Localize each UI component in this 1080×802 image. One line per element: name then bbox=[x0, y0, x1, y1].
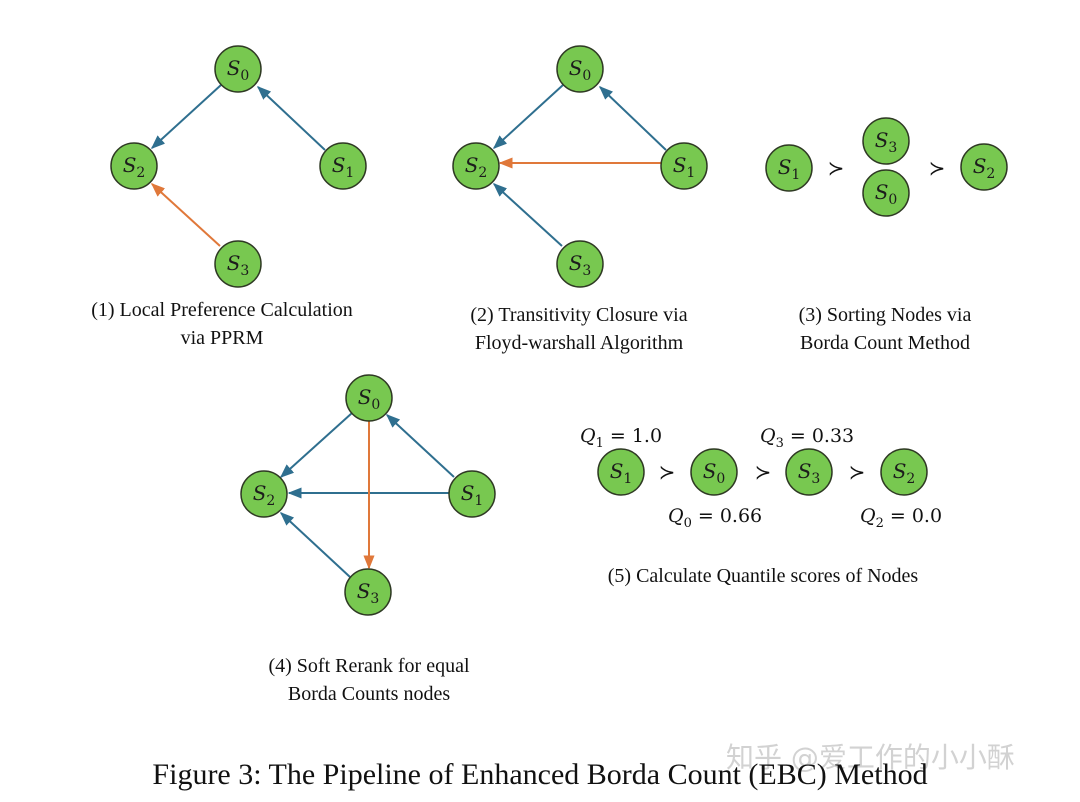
quantile-q1: Q1= 1.0 bbox=[580, 425, 662, 451]
svg-text:S1: S1 bbox=[610, 459, 633, 487]
node-s0: S0 bbox=[862, 169, 910, 217]
svg-text:S3: S3 bbox=[227, 251, 250, 279]
panel-3: S1 ≻ S3 S0 ≻ S2 (3) Sorting Nodes via Bo… bbox=[765, 117, 1008, 354]
node-s1: S1 bbox=[660, 142, 708, 190]
svg-text:S0: S0 bbox=[875, 180, 898, 208]
panel-2-caption-line1: (2) Transitivity Closure via bbox=[470, 304, 687, 326]
edge-s0-s2 bbox=[279, 412, 353, 478]
svg-text:S0: S0 bbox=[227, 56, 250, 84]
panel-2: S0 S2 S1 S3 (2) Transitivity Closure via… bbox=[452, 45, 708, 354]
succ-symbol: ≻ bbox=[929, 156, 946, 180]
svg-text:S1: S1 bbox=[461, 481, 484, 509]
svg-text:S1: S1 bbox=[778, 155, 801, 183]
svg-text:S3: S3 bbox=[875, 128, 898, 156]
node-s2: S2 bbox=[880, 448, 928, 496]
node-s0: S0 bbox=[345, 374, 393, 422]
svg-text:S2: S2 bbox=[253, 481, 276, 509]
svg-text:S2: S2 bbox=[123, 153, 146, 181]
panel-1: S0 S2 S1 S3 (1) Local Preference Calcula… bbox=[91, 45, 367, 349]
edge-s1-s0 bbox=[385, 414, 455, 478]
succ-symbol: ≻ bbox=[755, 460, 772, 484]
node-s2: S2 bbox=[110, 142, 158, 190]
quantile-q0: Q0= 0.66 bbox=[668, 505, 762, 531]
svg-text:S0: S0 bbox=[358, 385, 381, 413]
svg-text:S1: S1 bbox=[332, 153, 355, 181]
svg-text:S3: S3 bbox=[357, 579, 380, 607]
panel-1-caption-line2: via PPRM bbox=[181, 327, 264, 349]
figure-caption: Figure 3: The Pipeline of Enhanced Borda… bbox=[152, 758, 928, 791]
svg-text:S2: S2 bbox=[893, 459, 916, 487]
node-s3: S3 bbox=[214, 240, 262, 288]
node-s2: S2 bbox=[240, 470, 288, 518]
panel-4: S0 S2 S1 S3 (4) Soft Rerank for equal Bo… bbox=[240, 374, 496, 705]
node-s2: S2 bbox=[960, 143, 1008, 191]
svg-text:S3: S3 bbox=[569, 251, 592, 279]
panel-2-caption-line2: Floyd-warshall Algorithm bbox=[475, 332, 684, 354]
edge-s1-s0 bbox=[598, 86, 667, 151]
quantile-q2: Q2= 0.0 bbox=[860, 505, 942, 531]
svg-text:S3: S3 bbox=[798, 459, 821, 487]
edge-s3-s2 bbox=[279, 512, 351, 578]
quantile-q3: Q3= 0.33 bbox=[760, 425, 854, 451]
node-s1: S1 bbox=[597, 448, 645, 496]
svg-text:S2: S2 bbox=[465, 153, 488, 181]
node-s3: S3 bbox=[344, 568, 392, 616]
edge-s0-s2 bbox=[150, 84, 222, 149]
node-s3: S3 bbox=[862, 117, 910, 165]
panel-4-caption-line1: (4) Soft Rerank for equal bbox=[268, 655, 469, 677]
panel-5-caption: (5) Calculate Quantile scores of Nodes bbox=[608, 565, 919, 587]
node-s1: S1 bbox=[765, 144, 813, 192]
node-s0: S0 bbox=[556, 45, 604, 93]
succ-symbol: ≻ bbox=[659, 460, 676, 484]
panel-4-caption-line2: Borda Counts nodes bbox=[288, 683, 450, 705]
node-s1: S1 bbox=[319, 142, 367, 190]
node-s1: S1 bbox=[448, 470, 496, 518]
succ-symbol: ≻ bbox=[849, 460, 866, 484]
node-s0: S0 bbox=[690, 448, 738, 496]
panel-3-caption-line2: Borda Count Method bbox=[800, 332, 970, 354]
panel-1-caption-line1: (1) Local Preference Calculation bbox=[91, 299, 353, 321]
edge-s1-s0 bbox=[256, 86, 326, 151]
edge-s3-s2 bbox=[492, 183, 563, 247]
succ-symbol: ≻ bbox=[828, 156, 845, 180]
node-s0: S0 bbox=[214, 45, 262, 93]
edge-s0-s2 bbox=[492, 84, 564, 149]
node-s2: S2 bbox=[452, 142, 500, 190]
panel-3-caption-line1: (3) Sorting Nodes via bbox=[799, 304, 972, 326]
svg-text:S0: S0 bbox=[569, 56, 592, 84]
svg-text:S2: S2 bbox=[973, 154, 996, 182]
node-s3: S3 bbox=[785, 448, 833, 496]
panel-5: Q1= 1.0 Q3= 0.33 S1 ≻ S0 ≻ S3 ≻ S2 Q0= 0… bbox=[580, 425, 942, 587]
watermark: 知乎 @爱工作的小小酥 bbox=[726, 741, 1015, 774]
svg-text:S0: S0 bbox=[703, 459, 726, 487]
node-s3: S3 bbox=[556, 240, 604, 288]
edge-s3-s2 bbox=[150, 183, 221, 247]
svg-text:S1: S1 bbox=[673, 153, 696, 181]
